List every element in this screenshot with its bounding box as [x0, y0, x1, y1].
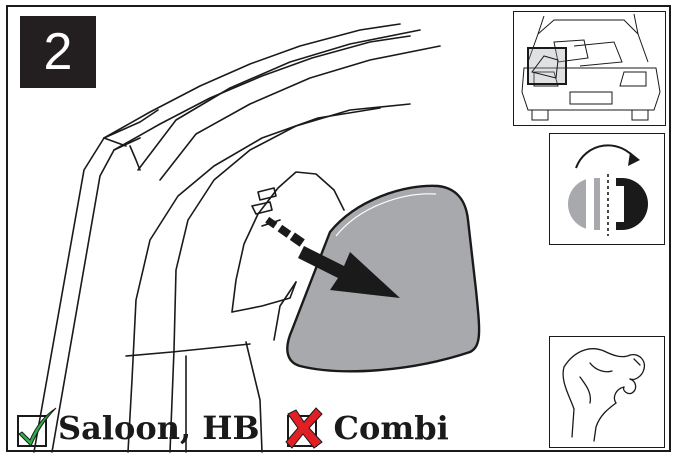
supported-models-label: Saloon, HB: [58, 409, 260, 447]
car-rear-view-panel: [513, 11, 666, 126]
hand-pinch-panel: [549, 336, 665, 448]
model-applicability-legend: Saloon, HB Combi: [14, 404, 449, 452]
mirror-side-panel: [549, 133, 665, 245]
mirror-side-icon: [550, 134, 666, 246]
hand-pinch-icon: [550, 337, 666, 449]
car-rear-view-icon: [514, 12, 667, 127]
check-icon: [14, 406, 58, 450]
side-trim-panel: [287, 186, 479, 371]
unsupported-models-label: Combi: [334, 409, 449, 447]
step-number-badge: 2: [20, 16, 96, 88]
cross-icon: [282, 406, 326, 450]
